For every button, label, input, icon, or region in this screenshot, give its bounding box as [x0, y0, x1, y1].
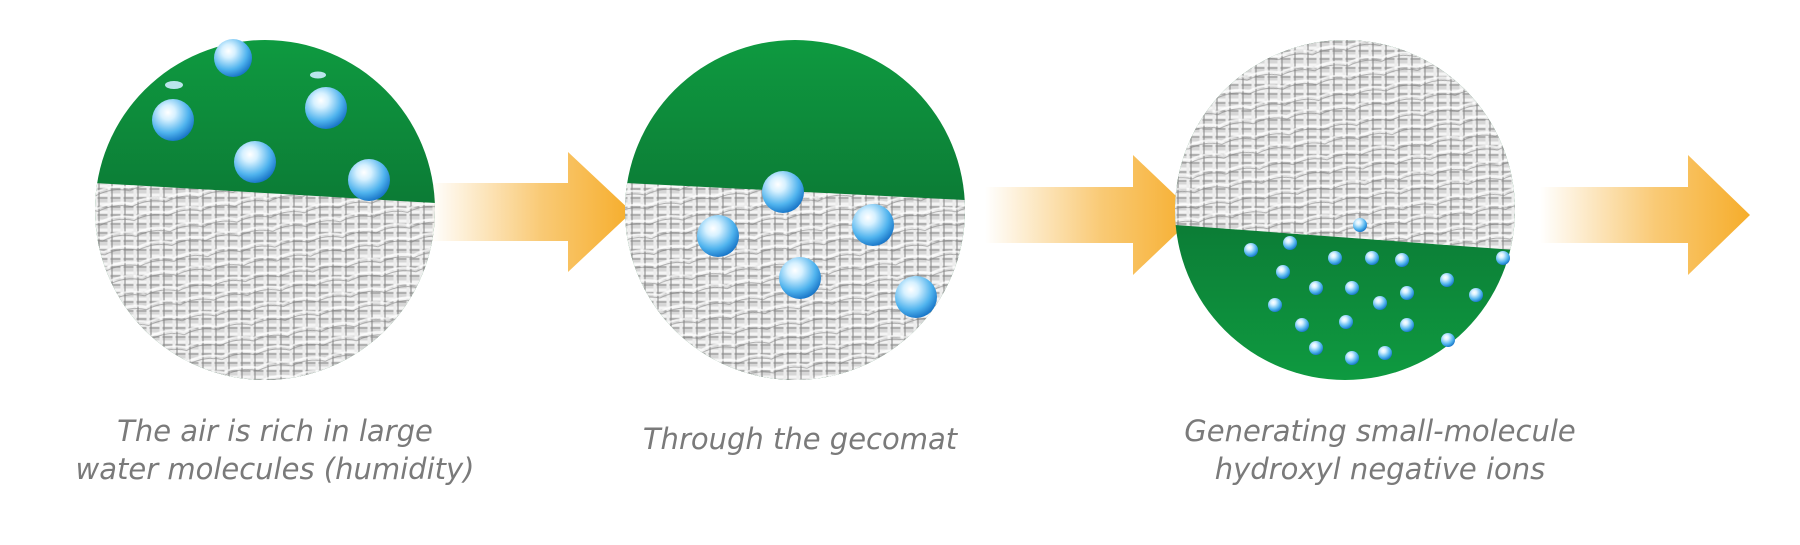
stage-2-caption: Through the gecomat — [610, 420, 990, 458]
ion-drop-icon — [1378, 346, 1392, 360]
ion-drop-icon — [1268, 298, 1282, 312]
right-arrow-icon — [1540, 155, 1750, 275]
water-drop-icon — [762, 171, 804, 213]
ion-drop-icon — [1244, 243, 1258, 257]
caption-line: water molecules (humidity) — [75, 452, 475, 486]
caption-line: The air is rich in large — [117, 414, 433, 448]
water-drop-icon — [165, 81, 183, 89]
ion-drop-icon — [1395, 253, 1409, 267]
water-drop-icon — [779, 257, 821, 299]
small-negative-ions — [1244, 218, 1510, 365]
caption-line: Generating small-molecule — [1184, 414, 1576, 448]
stage-1-circle — [95, 40, 435, 380]
stage-1-caption: The air is rich in large water molecules… — [60, 412, 490, 488]
ion-drop-icon — [1469, 288, 1483, 302]
ion-drop-icon — [1365, 251, 1379, 265]
large-water-drops — [152, 39, 390, 201]
water-drop-icon — [348, 159, 390, 201]
water-drop-icon — [852, 204, 894, 246]
caption-line: hydroxyl negative ions — [1214, 452, 1546, 486]
stage-2-circle — [625, 40, 965, 380]
water-drops-in-gecomat — [697, 171, 937, 318]
water-drop-icon — [697, 215, 739, 257]
stage-3-caption: Generating small-molecule hydroxyl negat… — [1130, 412, 1630, 488]
ion-drop-icon — [1345, 281, 1359, 295]
ion-drop-icon — [1440, 273, 1454, 287]
ion-drop-icon — [1276, 265, 1290, 279]
ion-drop-icon — [1309, 281, 1323, 295]
ion-drop-icon — [1309, 341, 1323, 355]
water-drop-icon — [234, 141, 276, 183]
stage-3-circle — [1175, 40, 1515, 380]
water-drop-icon — [310, 71, 326, 79]
ion-drop-icon — [1373, 296, 1387, 310]
ion-drop-icon — [1339, 315, 1353, 329]
ion-drop-icon — [1353, 218, 1367, 232]
ion-drop-icon — [1295, 318, 1309, 332]
right-arrow-icon — [430, 152, 632, 272]
water-drop-icon — [895, 276, 937, 318]
ion-drop-icon — [1400, 318, 1414, 332]
water-drop-icon — [214, 39, 252, 77]
ion-drop-icon — [1345, 351, 1359, 365]
caption-line: Through the gecomat — [642, 422, 958, 456]
ion-drop-icon — [1328, 251, 1342, 265]
water-drop-icon — [305, 87, 347, 129]
water-drop-icon — [152, 99, 194, 141]
ion-drop-icon — [1283, 236, 1297, 250]
ion-drop-icon — [1496, 251, 1510, 265]
ion-drop-icon — [1441, 333, 1455, 347]
ion-drop-icon — [1400, 286, 1414, 300]
right-arrow-icon — [985, 155, 1196, 275]
